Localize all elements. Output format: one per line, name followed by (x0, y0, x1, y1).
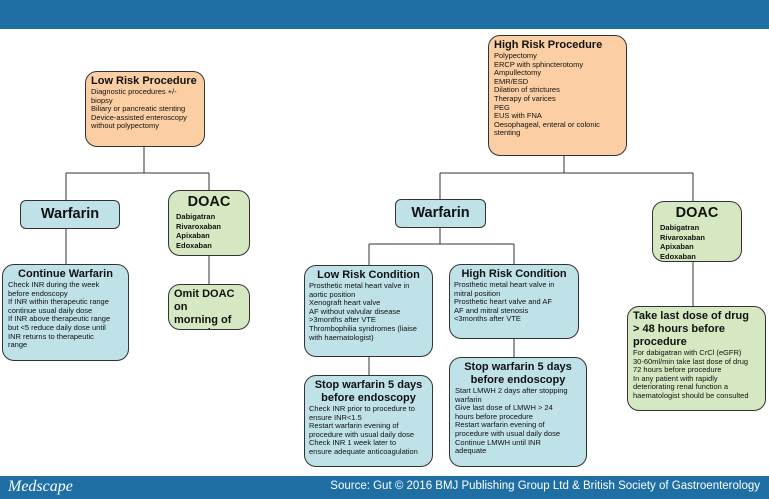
low-warfarin-box: Warfarin (20, 200, 120, 229)
stop-warfarin-low-list: Check INR prior to procedure to ensure I… (309, 404, 418, 456)
high-risk-procedure-box: High Risk Procedure Polypectomy ERCP wit… (488, 35, 627, 156)
continue-warfarin-box: Continue Warfarin Check INR during the w… (2, 264, 129, 361)
low-doac-box: DOAC Dabigatran Rivaroxaban Apixaban Edo… (168, 190, 250, 256)
continue-warfarin-list: Check INR during the week before endosco… (8, 280, 111, 350)
continue-warfarin-title: Continue Warfarin (18, 268, 113, 280)
stop-warfarin-low-box: Stop warfarin 5 days before endoscopy Ch… (304, 375, 433, 467)
stop-warfarin-low-title: Stop warfarin 5 days before endoscopy (314, 379, 423, 404)
low-doac-drug-list: Dabigatran Rivaroxaban Apixaban Edoxaban (176, 212, 222, 250)
high-risk-condition-list: Prosthetic metal heart valve in mitral p… (454, 280, 555, 324)
low-warfarin-label: Warfarin (40, 206, 100, 222)
take-last-dose-box: Take last dose of drug > 48 hours before… (627, 306, 766, 411)
high-risk-condition-box: High Risk Condition Prosthetic metal hea… (449, 264, 579, 339)
header-bar (0, 0, 769, 29)
high-risk-condition-title: High Risk Condition (461, 268, 567, 280)
low-doac-label: DOAC (187, 194, 231, 210)
high-risk-procedure-title: High Risk Procedure (494, 39, 603, 51)
low-risk-condition-box: Low Risk Condition Prosthetic metal hear… (304, 265, 433, 357)
stop-warfarin-high-list: Start LMWH 2 days after stopping warfari… (455, 386, 568, 456)
low-risk-procedure-title: Low Risk Procedure (91, 75, 197, 87)
high-warfarin-box: Warfarin (395, 199, 486, 228)
stop-warfarin-high-box: Stop warfarin 5 days before endoscopy St… (449, 357, 587, 467)
medscape-logo: Medscape (8, 478, 73, 495)
low-risk-procedure-box: Low Risk Procedure Diagnostic procedures… (85, 71, 205, 147)
stop-warfarin-high-title: Stop warfarin 5 days before endoscopy (464, 361, 572, 386)
omit-doac-box: Omit DOAC on morning of procedure (168, 284, 250, 330)
low-risk-condition-list: Prosthetic metal heart valve in aortic p… (309, 281, 417, 342)
high-warfarin-label: Warfarin (411, 205, 470, 221)
low-risk-procedure-list: Diagnostic procedures +/- biopsy Biliary… (91, 87, 187, 131)
high-doac-box: DOAC Dabigatran Rivaroxaban Apixaban Edo… (652, 201, 742, 262)
low-risk-condition-title: Low Risk Condition (317, 269, 420, 281)
high-risk-procedure-list: Polypectomy ERCP with sphincterotomy Amp… (494, 51, 600, 138)
high-doac-label: DOAC (675, 205, 719, 221)
source-credit: Source: Gut © 2016 BMJ Publishing Group … (330, 480, 760, 492)
footer-bar: Medscape Source: Gut © 2016 BMJ Publishi… (0, 476, 769, 499)
take-last-dose-title: Take last dose of drug > 48 hours before… (633, 310, 749, 348)
high-doac-drug-list: Dabigatran Rivaroxaban Apixaban Edoxaban (660, 223, 706, 261)
take-last-dose-list: For dabigatran with CrCl (eGFR) 30-60ml/… (633, 348, 749, 400)
omit-doac-text: Omit DOAC on morning of procedure (174, 288, 235, 329)
